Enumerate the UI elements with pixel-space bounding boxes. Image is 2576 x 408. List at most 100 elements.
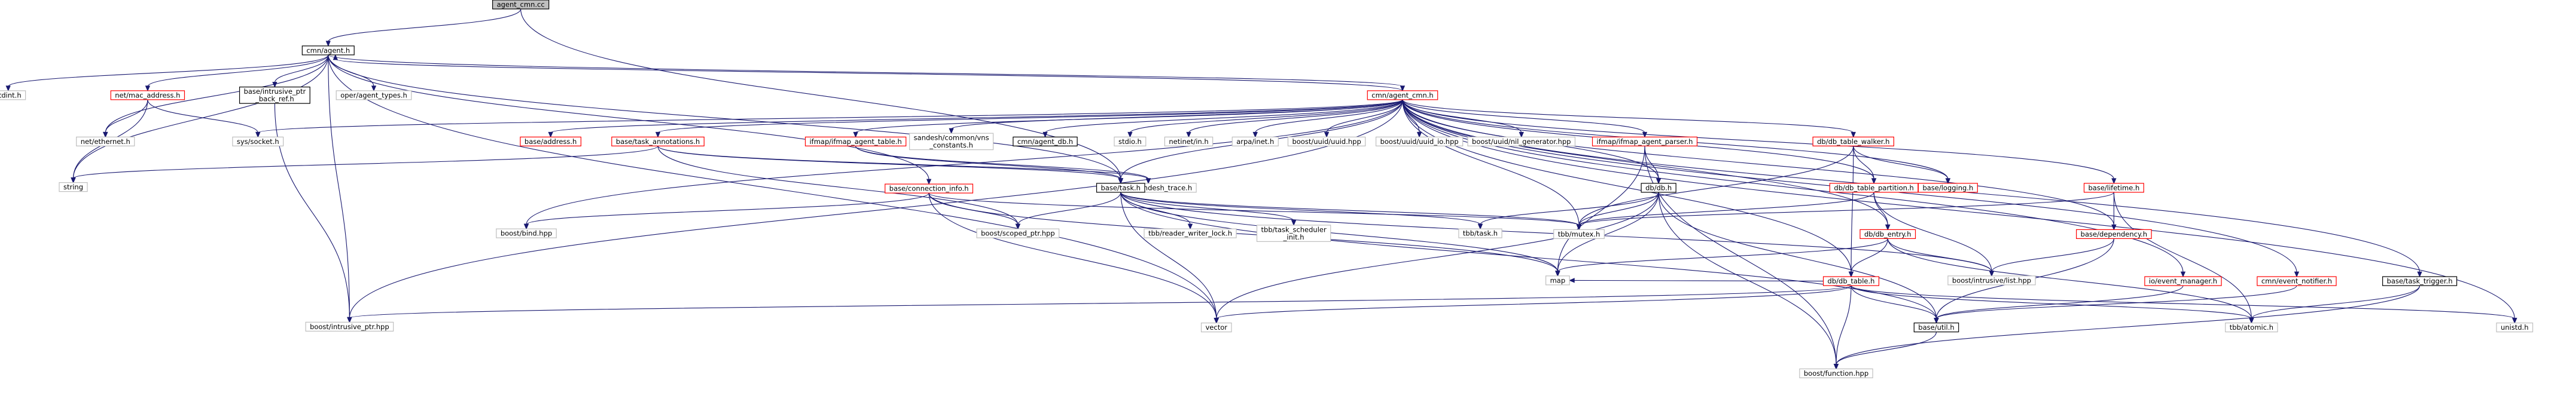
node-agent-cmn-cc[interactable]: agent_cmn.cc (492, 0, 550, 10)
edge-line (1853, 146, 1949, 180)
node-box (909, 133, 994, 151)
node-base-connection-info-h[interactable]: base/connection_info.h (885, 183, 974, 194)
node-net-mac-address-h[interactable]: net/mac_address.h (110, 90, 185, 100)
edge-cmn-agent-cmn-h-to-boost-intrusive-ptr-hpp (347, 99, 1403, 323)
node-label: boost/scoped_ptr.hpp (981, 229, 1055, 238)
node-label: tbb/reader_writer_lock.h (1148, 229, 1232, 238)
node-label: sys/socket.h (237, 137, 279, 146)
edge-arrowhead (1568, 278, 1575, 283)
node-db-db-table-walker-h[interactable]: db/db_table_walker.h (1812, 136, 1894, 146)
node-base-logging-h[interactable]: base/logging.h (1917, 183, 1978, 193)
node-tbb-mutex-h: tbb/mutex.h (1553, 229, 1605, 239)
node-box (2225, 323, 2278, 333)
node-base-task-trigger-h[interactable]: base/task_trigger.h (2382, 276, 2458, 286)
node-label: db/db_table.h (1828, 277, 1875, 286)
edge-cmn-agent-h-to-cmn-agent-cmn-h (328, 54, 1406, 92)
edge-base-task-h-to-tbb-task-h (1120, 192, 1483, 230)
edge-line (1557, 146, 1645, 272)
edge-line (1578, 146, 1854, 226)
edge-line (8, 54, 329, 87)
node-label: boost/function.hpp (1804, 369, 1868, 378)
edge-arrowhead (2249, 318, 2254, 324)
edge-ifmap-ifmap-agent-parser-h-to-map (1555, 146, 1645, 277)
node-db-db-table-partition-h[interactable]: db/db_table_partition.h (1829, 183, 1919, 193)
node-db-db-table-h[interactable]: db/db_table.h (1822, 276, 1880, 286)
node-label: base/address.h (525, 137, 577, 146)
edge-line (1402, 99, 1854, 133)
edge-arrowhead (1187, 223, 1193, 230)
node-label: base/connection_info.h (889, 185, 969, 193)
node-box (1200, 323, 1232, 333)
edge-line (657, 99, 1403, 133)
edge-db-db-table-walker-h-to-base-logging-h (1853, 146, 1951, 185)
edge-line (855, 146, 1149, 180)
node-label: tbb/task_scheduler (1261, 225, 1327, 234)
edge-base-task-h-to-tbb-task-scheduler-init-h (1120, 192, 1297, 226)
node-boost-intrusive-list-hpp: boost/intrusive/list.hpp (1947, 275, 2036, 286)
node-base-intrusive-ptr-back-ref-h[interactable]: base/intrusive_ptr_back_ref.h (239, 87, 310, 104)
node-db-db-h[interactable]: db/db.h (1641, 183, 1676, 193)
edge-db-db-entry-h-to-map (1555, 238, 1888, 277)
edge-cmn-agent-cmn-h-to-io-event-manager-h (1402, 99, 2186, 278)
edge-arrowhead (1519, 131, 1524, 138)
node-db-db-entry-h[interactable]: db/db_entry.h (1859, 229, 1916, 239)
node-box (1641, 183, 1676, 193)
node-cmn-agent-db-h[interactable]: cmn/agent_db.h (1013, 136, 1078, 146)
node-ifmap-ifmap-agent-parser-h[interactable]: ifmap/ifmap_agent_parser.h (1592, 136, 1698, 146)
node-io-event-manager-h[interactable]: io/event_manager.h (2144, 276, 2222, 286)
node-label: boost/uuid/uuid.hpp (1292, 137, 1361, 146)
node-base-task-annotations-h[interactable]: base/task_annotations.h (611, 136, 705, 146)
node-box (1799, 368, 1873, 379)
node-label: tbb/task.h (1463, 229, 1498, 238)
node-box (2382, 276, 2458, 286)
node-base-task-h[interactable]: base/task.h (1096, 183, 1145, 193)
node-label: db/db_table_partition.h (1834, 183, 1913, 192)
edge-line (1402, 99, 1852, 273)
edge-line (1851, 146, 1854, 273)
edge-line (257, 99, 1403, 133)
node-base-dependency-h[interactable]: base/dependency.h (2076, 229, 2152, 239)
node-boost-uuid-nil-generator-hpp: boost/uuid/nil_generator.hpp (1467, 136, 1576, 146)
edge-arrowhead (333, 54, 338, 60)
edge-line (526, 99, 1403, 225)
edge-base-connection-info-h-to-boost-bind-hpp (523, 192, 929, 230)
edge-cmn-agent-cmn-h-to-arpa-inet-h (1252, 99, 1403, 138)
node-cmn-agent-h[interactable]: cmn/agent.h (301, 45, 355, 56)
edge-base-util-h-to-boost-function-hpp (1833, 332, 1937, 370)
node-label: netinet/in.h (1169, 137, 1208, 146)
edge-line (928, 193, 1217, 319)
edge-line (349, 99, 1403, 318)
node-cmn-agent-cmn-h[interactable]: cmn/agent_cmn.h (1367, 90, 1438, 100)
node-box (520, 136, 581, 146)
node-box (305, 321, 394, 332)
edge-line (1255, 99, 1403, 133)
node-cmn-event-notifier-h[interactable]: cmn/event_notifier.h (2257, 276, 2337, 286)
edge-line (1578, 192, 1874, 226)
edge-line (2251, 285, 2420, 319)
edge-db-db-table-h-to-boost-intrusive-ptr-hpp (347, 285, 1852, 323)
edge-cmn-agent-cmn-h-to-base-address-h (548, 99, 1403, 138)
edge-arrowhead (1885, 224, 1891, 231)
node-label: base/intrusive_ptr (244, 87, 306, 96)
node-label: stdint.h (0, 91, 22, 99)
edge-cmn-agent-cmn-h-to-unistd-h (1402, 99, 2517, 324)
node-base-util-h[interactable]: base/util.h (1913, 323, 1959, 333)
edge-arrowhead (2180, 271, 2186, 278)
edge-db-db-table-h-to-map (1568, 278, 1824, 283)
node-ifmap-ifmap-agent-table-h[interactable]: ifmap/ifmap_agent_table.h (804, 136, 907, 146)
edge-line (335, 59, 1403, 91)
edge-cmn-agent-cmn-h-to-cmn-agent-h (333, 54, 1403, 91)
graph-nodes: agent_cmn.cc cmn/agent.h stdint.h net/mac_a… (0, 0, 2534, 379)
node-box (1096, 183, 1145, 193)
node-base-lifetime-h[interactable]: base/lifetime.h (2083, 183, 2144, 193)
edge-line (105, 54, 329, 133)
node-box (1164, 136, 1214, 146)
node-tbb-reader-writer-lock-h: tbb/reader_writer_lock.h (1144, 228, 1237, 238)
node-box (2144, 276, 2222, 286)
node-label: cmn/agent_cmn.h (1371, 91, 1433, 99)
edge-line (1402, 99, 1888, 226)
edge-line (1120, 192, 1481, 225)
node-base-address-h[interactable]: base/address.h (520, 136, 581, 146)
edge-base-task-h-to-boost-scoped-ptr-hpp (1015, 192, 1121, 230)
node-label: boost/uuid/nil_generator.hpp (1472, 137, 1571, 146)
